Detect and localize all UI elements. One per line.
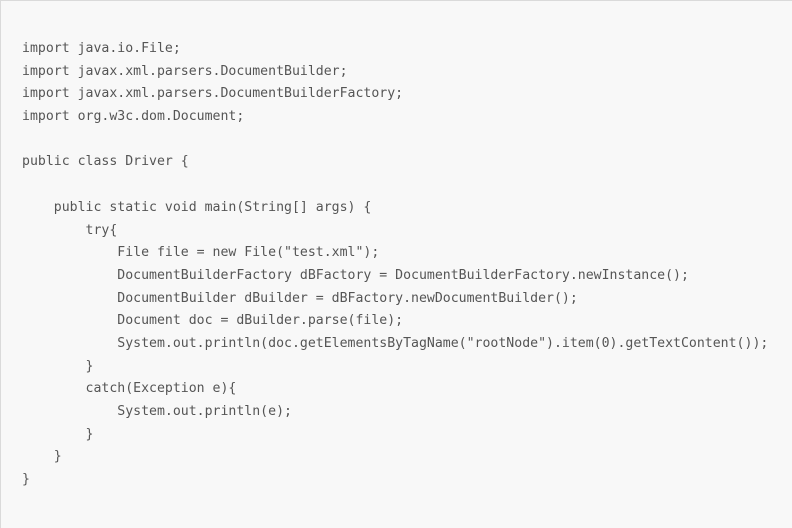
code-line: public static void main(String[] args) { bbox=[22, 199, 372, 215]
code-line: try{ bbox=[22, 222, 118, 238]
code-line: DocumentBuilder dBuilder = dBFactory.new… bbox=[22, 290, 578, 306]
code-line: } bbox=[22, 449, 62, 465]
code-line: System.out.println(e); bbox=[22, 404, 292, 419]
code-line: catch(Exception e){ bbox=[22, 381, 237, 397]
code-line: } bbox=[22, 472, 30, 488]
code-line: public class Driver { bbox=[22, 154, 189, 170]
code-line bbox=[22, 174, 768, 197]
code-line: } bbox=[22, 426, 94, 442]
code-line: Document doc = dBuilder.parse(file); bbox=[22, 313, 404, 329]
code-line: import org.w3c.dom.Document; bbox=[22, 109, 245, 125]
code-line: import java.io.File; bbox=[22, 41, 181, 56]
code-line bbox=[22, 129, 768, 152]
code-line: import javax.xml.parsers.DocumentBuilder… bbox=[22, 63, 348, 79]
code-line: System.out.println(doc.getElementsByTagN… bbox=[22, 335, 769, 351]
code-line: import javax.xml.parsers.DocumentBuilder… bbox=[22, 86, 404, 102]
code-line: File file = new File("test.xml"); bbox=[22, 245, 380, 261]
code-line: DocumentBuilderFactory dBFactory = Docum… bbox=[22, 267, 689, 283]
code-lines: import java.io.File; import javax.xml.par… bbox=[22, 38, 768, 492]
code-line: } bbox=[22, 358, 94, 374]
